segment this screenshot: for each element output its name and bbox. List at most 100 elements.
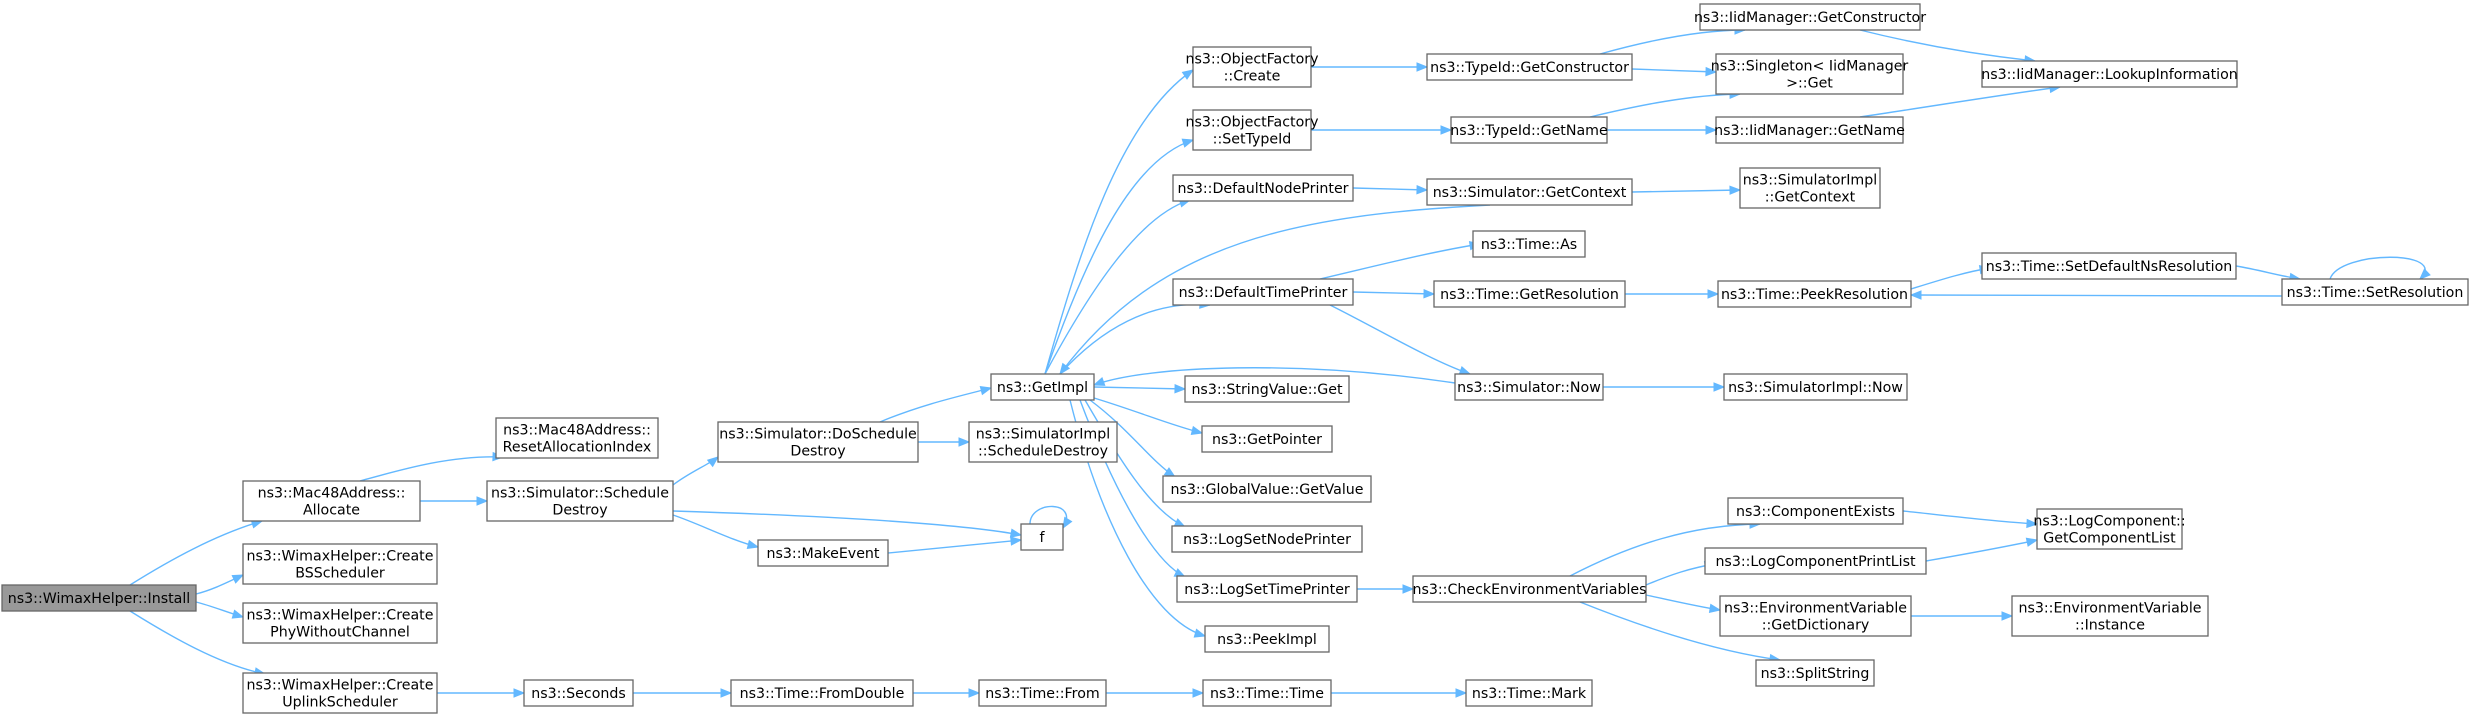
node-sim-sched-destroy[interactable]: ns3::Simulator::ScheduleDestroy <box>486 480 674 522</box>
node-log-component-get-component-list[interactable]: ns3::LogComponent::GetComponentList <box>2033 508 2186 550</box>
node-label: ns3::CheckEnvironmentVariables <box>1412 582 1646 598</box>
node-time-peek-resolution[interactable]: ns3::Time::PeekResolution <box>1717 280 1912 308</box>
node-label: ::Instance <box>2075 618 2145 634</box>
node-sim-get-context[interactable]: ns3::Simulator::GetContext <box>1426 178 1633 206</box>
node-box <box>1454 373 1604 401</box>
node-simimpl-now[interactable]: ns3::SimulatorImpl::Now <box>1723 373 1908 401</box>
node-time-set-default-ns-resolution[interactable]: ns3::Time::SetDefaultNsResolution <box>1981 252 2237 280</box>
edge-time_set_resolution-to-time_set_resolution <box>2329 256 2426 280</box>
node-box <box>1201 425 1333 453</box>
node-label: ns3::Time::As <box>1481 237 1577 253</box>
node-seconds[interactable]: ns3::Seconds <box>523 679 634 707</box>
node-mac-reset[interactable]: ns3::Mac48Address::ResetAllocationIndex <box>495 417 659 459</box>
node-label: ns3::LogComponent:: <box>2033 514 2185 530</box>
node-singleton-get[interactable]: ns3::Singleton< IidManager >::Get <box>1711 53 1909 95</box>
node-label: ns3::Simulator::Schedule <box>491 486 669 502</box>
node-stringvalue-get[interactable]: ns3::StringValue::Get <box>1184 375 1350 403</box>
node-label: ns3::LogComponentPrintList <box>1715 554 1916 570</box>
arrowhead-root-to-create_bs <box>231 574 245 584</box>
node-label: ns3::TypeId::GetConstructor <box>1430 60 1629 76</box>
node-label: Destroy <box>552 503 607 519</box>
node-label: ns3::Time::FromDouble <box>740 686 905 702</box>
node-time-set-resolution[interactable]: ns3::Time::SetResolution <box>2281 278 2469 306</box>
node-log-set-time-printer[interactable]: ns3::LogSetTimePrinter <box>1176 575 1358 603</box>
edge-sim_get_context-to-simimpl_get_context <box>1631 189 1741 193</box>
node-box <box>2036 508 2183 550</box>
node-make-event[interactable]: ns3::MakeEvent <box>757 539 889 567</box>
arrowhead-env_get_dictionary-to-env_instance <box>2001 611 2014 621</box>
node-box <box>1192 109 1312 151</box>
node-f[interactable]: f <box>1020 523 1064 551</box>
node-component-exists[interactable]: ns3::ComponentExists <box>1727 497 1904 525</box>
node-label: ns3::IidManager::LookupInformation <box>1981 67 2238 83</box>
node-mac-alloc[interactable]: ns3::Mac48Address::Allocate <box>242 480 421 522</box>
node-time-get-resolution[interactable]: ns3::Time::GetResolution <box>1433 280 1626 308</box>
arrowhead-mac_alloc-to-sim_sched_destroy <box>476 496 489 506</box>
edge-default_time_printer-to-sim_now <box>1329 304 1471 375</box>
node-sim-now[interactable]: ns3::Simulator::Now <box>1454 373 1604 401</box>
node-split-string[interactable]: ns3::SplitString <box>1755 659 1875 687</box>
edge-check_env_vars-to-split_string <box>1579 601 1781 661</box>
node-iid-lookup-information[interactable]: ns3::IidManager::LookupInformation <box>1981 60 2238 88</box>
node-label: ns3::Time::Time <box>1210 686 1324 702</box>
node-iid-get-name[interactable]: ns3::IidManager::GetName <box>1714 116 1905 144</box>
node-label: >::Get <box>1786 76 1833 92</box>
node-time-time[interactable]: ns3::Time::Time <box>1202 679 1332 707</box>
node-box <box>1162 475 1372 503</box>
node-get-impl[interactable]: ns3::GetImpl <box>990 373 1095 401</box>
node-simimpl-sched-destroy[interactable]: ns3::SimulatorImpl::ScheduleDestroy <box>968 421 1118 463</box>
node-label: ns3::StringValue::Get <box>1191 382 1343 398</box>
node-box <box>1172 174 1354 202</box>
node-label: ns3::MakeEvent <box>767 546 880 562</box>
node-default-node-printer[interactable]: ns3::DefaultNodePrinter <box>1172 174 1354 202</box>
node-label: ::ScheduleDestroy <box>978 444 1108 460</box>
node-check-env-vars[interactable]: ns3::CheckEnvironmentVariables <box>1412 575 1647 603</box>
node-of-create[interactable]: ns3::ObjectFactory::Create <box>1186 46 1319 88</box>
node-time-as[interactable]: ns3::Time::As <box>1472 230 1586 258</box>
node-typeid-get-name[interactable]: ns3::TypeId::GetName <box>1450 116 1608 144</box>
node-box <box>2011 595 2209 637</box>
arrowhead-of_create-to-typeid_get_constructor <box>1416 62 1429 72</box>
node-default-time-printer[interactable]: ns3::DefaultTimePrinter <box>1172 278 1354 306</box>
node-env-get-dictionary[interactable]: ns3::EnvironmentVariable::GetDictionary <box>1719 595 1912 637</box>
node-peek-impl[interactable]: ns3::PeekImpl <box>1204 625 1330 653</box>
edge-get_impl-to-default_time_printer <box>1059 303 1211 375</box>
node-of-settypeid[interactable]: ns3::ObjectFactory::SetTypeId <box>1186 109 1319 151</box>
node-box <box>978 679 1107 707</box>
arrowhead-default_time_printer-to-time_get_resolution <box>1423 289 1436 299</box>
node-box <box>1433 280 1626 308</box>
node-box <box>495 417 659 459</box>
node-simimpl-get-context[interactable]: ns3::SimulatorImpl::GetContext <box>1739 167 1881 209</box>
node-globalvalue-getvalue[interactable]: ns3::GlobalValue::GetValue <box>1162 475 1372 503</box>
node-time-mark[interactable]: ns3::Time::Mark <box>1465 679 1593 707</box>
node-iid-get-constructor[interactable]: ns3::IidManager::GetConstructor <box>1694 3 1926 31</box>
node-label: ResetAllocationIndex <box>503 440 652 456</box>
arrowhead-time_time-to-time_mark <box>1455 688 1468 698</box>
arrowhead-create_ul-to-seconds <box>513 688 526 698</box>
edge-default_time_printer-to-time_as <box>1319 243 1481 280</box>
node-box <box>1719 595 1912 637</box>
node-log-set-node-printer[interactable]: ns3::LogSetNodePrinter <box>1171 525 1363 553</box>
edge-typeid_get_name-to-singleton_get <box>1589 93 1741 118</box>
arrowhead-default_node_printer-to-sim_get_context <box>1416 184 1429 195</box>
node-label: ::GetContext <box>1765 190 1856 206</box>
node-time-from[interactable]: ns3::Time::From <box>978 679 1107 707</box>
node-create-phy[interactable]: ns3::WimaxHelper::CreatePhyWithoutChanne… <box>242 602 438 644</box>
node-log-component-print-list[interactable]: ns3::LogComponentPrintList <box>1704 547 1927 575</box>
node-root[interactable]: ns3::WimaxHelper::Install <box>1 584 197 612</box>
arrowhead-sim_do_sched_destroy-to-get_impl <box>979 386 993 396</box>
node-get-pointer[interactable]: ns3::GetPointer <box>1201 425 1333 453</box>
edge-get_impl-to-log_set_node_printer <box>1084 399 1186 528</box>
node-label: ns3::PeekImpl <box>1217 632 1317 648</box>
arrowhead-sim_sched_destroy-to-make_event <box>746 539 760 550</box>
edge-get_impl-to-default_node_printer <box>1044 199 1191 375</box>
node-label: GetComponentList <box>2043 531 2176 547</box>
node-box <box>1981 252 2237 280</box>
node-time-from-double[interactable]: ns3::Time::FromDouble <box>730 679 914 707</box>
edge-root-to-create_ul <box>129 610 266 675</box>
node-env-instance[interactable]: ns3::EnvironmentVariable::Instance <box>2011 595 2209 637</box>
node-typeid-get-constructor[interactable]: ns3::TypeId::GetConstructor <box>1426 53 1633 81</box>
